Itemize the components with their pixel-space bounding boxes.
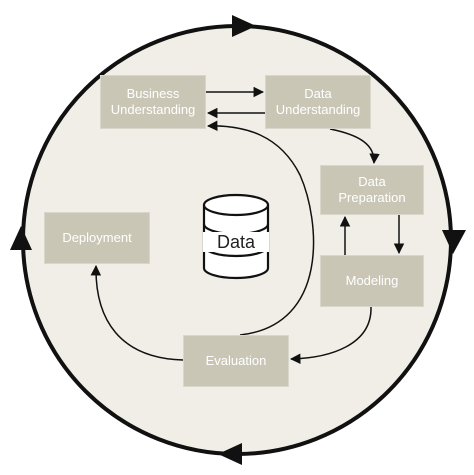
outer-arrow-left	[10, 226, 32, 250]
arrow-du-to-dp	[329, 128, 380, 165]
outer-arrow-right	[442, 230, 466, 254]
phase-data-understanding: Data Understanding	[265, 75, 371, 129]
arrow-eval-to-bu	[206, 120, 315, 336]
phase-modeling: Modeling	[320, 255, 424, 307]
phase-data-preparation: Data Preparation	[320, 165, 424, 215]
outer-arrow-top	[232, 15, 256, 37]
arrow-mod-to-eval	[289, 306, 372, 365]
outer-arrow-bottom	[218, 443, 242, 465]
database-label: Data	[203, 232, 269, 252]
phase-evaluation: Evaluation	[183, 335, 289, 387]
arrow-eval-to-dep	[90, 264, 184, 361]
phase-business-understanding: Business Understanding	[100, 75, 206, 129]
phase-deployment: Deployment	[44, 212, 150, 264]
